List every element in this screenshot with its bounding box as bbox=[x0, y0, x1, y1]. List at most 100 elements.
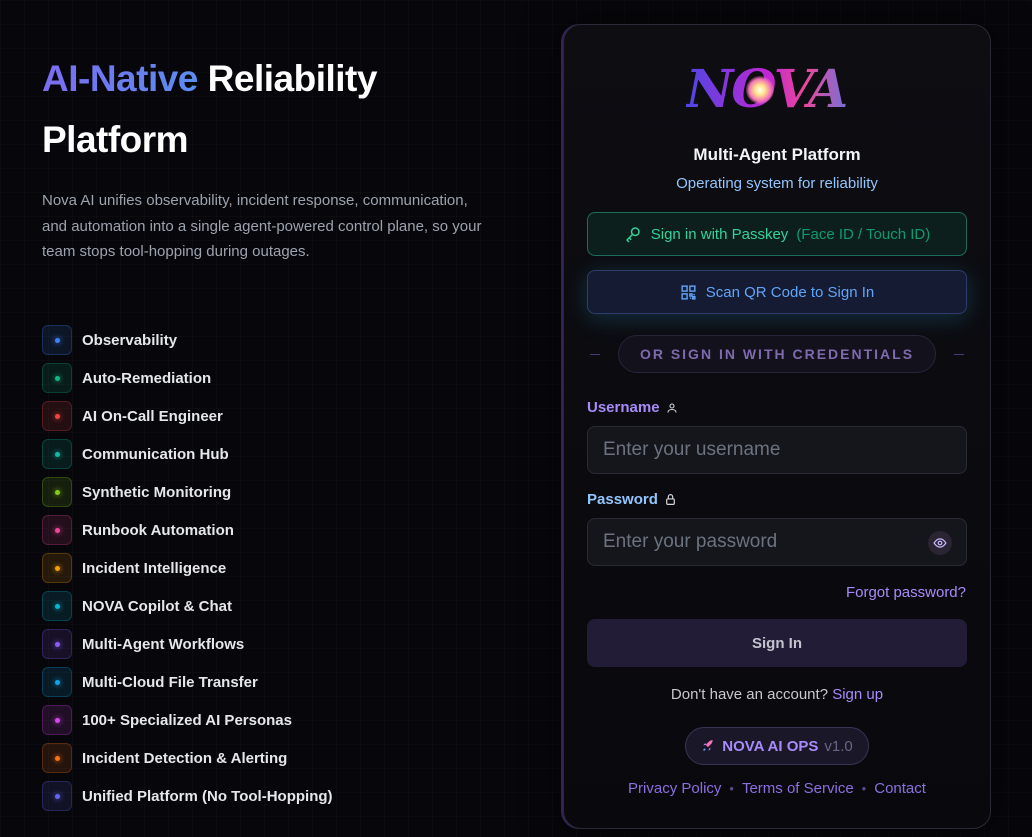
feature-bullet-icon bbox=[42, 325, 72, 355]
feature-dot bbox=[54, 641, 60, 647]
privacy-policy-link[interactable]: Privacy Policy bbox=[628, 780, 722, 797]
feature-dot bbox=[54, 679, 60, 685]
password-input[interactable] bbox=[587, 518, 967, 566]
feature-item: Incident Detection & Alerting bbox=[42, 739, 333, 777]
password-label: Password bbox=[587, 491, 677, 508]
feature-dot bbox=[54, 451, 60, 457]
feature-item: NOVA Copilot & Chat bbox=[42, 587, 333, 625]
toggle-password-visibility-button[interactable] bbox=[928, 531, 952, 555]
lock-icon bbox=[664, 493, 677, 506]
feature-item: Observability bbox=[42, 321, 333, 359]
feature-item: Auto-Remediation bbox=[42, 359, 333, 397]
card-title: Multi-Agent Platform bbox=[693, 145, 861, 164]
feature-bullet-icon bbox=[42, 591, 72, 621]
badge-name: NOVA AI OPS bbox=[722, 737, 819, 755]
signup-row: Don't have an account? Sign up bbox=[564, 686, 990, 703]
feature-dot bbox=[54, 413, 60, 419]
feature-item: Synthetic Monitoring bbox=[42, 473, 333, 511]
logo-suffix: AI bbox=[848, 83, 871, 108]
feature-dot bbox=[54, 527, 60, 533]
feature-item: Unified Platform (No Tool-Hopping) bbox=[42, 777, 333, 815]
passkey-hint: (Face ID / Touch ID) bbox=[796, 225, 931, 243]
qr-code-icon bbox=[680, 284, 697, 301]
feature-bullet-icon bbox=[42, 553, 72, 583]
feature-bullet-icon bbox=[42, 667, 72, 697]
feature-bullet-icon bbox=[42, 515, 72, 545]
feature-label: Multi-Agent Workflows bbox=[82, 635, 245, 653]
key-icon bbox=[624, 225, 642, 243]
signup-link[interactable]: Sign up bbox=[832, 686, 884, 703]
feature-bullet-icon bbox=[42, 401, 72, 431]
feature-dot bbox=[54, 755, 60, 761]
username-label-text: Username bbox=[587, 399, 660, 416]
hero-section: AI-Native Reliability Platform Nova AI u… bbox=[42, 48, 512, 265]
credentials-divider: OR SIGN IN WITH CREDENTIALS bbox=[590, 335, 965, 373]
feature-bullet-icon bbox=[42, 439, 72, 469]
feature-item: 100+ Specialized AI Personas bbox=[42, 701, 333, 739]
divider-line bbox=[954, 353, 965, 355]
hero-title: AI-Native Reliability Platform bbox=[42, 48, 512, 170]
forgot-password-link[interactable]: Forgot password? bbox=[845, 584, 966, 601]
feature-dot bbox=[54, 603, 60, 609]
feature-label: Multi-Cloud File Transfer bbox=[82, 673, 258, 691]
feature-dot bbox=[54, 565, 60, 571]
contact-link[interactable]: Contact bbox=[874, 780, 926, 797]
hero-description: Nova AI unifies observability, incident … bbox=[42, 192, 482, 260]
terms-of-service-link[interactable]: Terms of Service bbox=[741, 780, 854, 797]
hero-title-rest: Reliability bbox=[207, 58, 378, 99]
eye-icon bbox=[933, 536, 947, 550]
divider-line bbox=[590, 353, 600, 355]
footer-links: Privacy Policy • Terms of Service • Cont… bbox=[564, 780, 990, 797]
feature-label: Synthetic Monitoring bbox=[82, 483, 232, 501]
footer-separator: • bbox=[861, 781, 867, 796]
divider-text: OR SIGN IN WITH CREDENTIALS bbox=[617, 335, 937, 373]
hero-title-accent: AI-Native bbox=[42, 58, 198, 99]
passkey-label: Sign in with Passkey bbox=[650, 225, 789, 243]
feature-bullet-icon bbox=[42, 781, 72, 811]
feature-label: Incident Detection & Alerting bbox=[82, 749, 288, 767]
passkey-signin-button[interactable]: Sign in with Passkey (Face ID / Touch ID… bbox=[587, 212, 967, 256]
user-icon bbox=[666, 402, 678, 414]
password-label-text: Password bbox=[587, 491, 658, 508]
feature-bullet-icon bbox=[42, 363, 72, 393]
qr-label: Scan QR Code to Sign In bbox=[705, 283, 875, 301]
feature-item: Multi-Cloud File Transfer bbox=[42, 663, 333, 701]
feature-item: Incident Intelligence bbox=[42, 549, 333, 587]
badge-version: v1.0 bbox=[824, 737, 853, 755]
feature-bullet-icon bbox=[42, 743, 72, 773]
feature-dot bbox=[54, 717, 60, 723]
rocket-icon bbox=[701, 739, 715, 753]
version-badge: NOVA AI OPS v1.0 bbox=[685, 727, 869, 765]
feature-bullet-icon bbox=[42, 705, 72, 735]
feature-label: Auto-Remediation bbox=[82, 369, 212, 387]
card-subtitle: Operating system for reliability bbox=[676, 175, 878, 192]
sparkle-icon bbox=[745, 76, 774, 104]
signup-prompt: Don't have an account? bbox=[670, 686, 829, 703]
feature-item: AI On-Call Engineer bbox=[42, 397, 333, 435]
feature-label: Unified Platform (No Tool-Hopping) bbox=[82, 787, 333, 805]
qr-signin-button[interactable]: Scan QR Code to Sign In bbox=[587, 270, 967, 314]
feature-dot bbox=[54, 793, 60, 799]
feature-item: Runbook Automation bbox=[42, 511, 333, 549]
feature-label: 100+ Specialized AI Personas bbox=[82, 711, 292, 729]
feature-bullet-icon bbox=[42, 477, 72, 507]
footer-separator: • bbox=[729, 781, 734, 796]
feature-bullet-icon bbox=[42, 629, 72, 659]
feature-dot bbox=[54, 375, 60, 381]
feature-item: Multi-Agent Workflows bbox=[42, 625, 333, 663]
signin-button[interactable]: Sign In bbox=[587, 619, 967, 667]
feature-label: AI On-Call Engineer bbox=[82, 407, 223, 425]
username-label: Username bbox=[587, 399, 678, 416]
feature-label: Runbook Automation bbox=[82, 521, 234, 539]
feature-dot bbox=[54, 337, 60, 343]
feature-item: Communication Hub bbox=[42, 435, 333, 473]
feature-label: Communication Hub bbox=[82, 445, 229, 463]
feature-label: NOVA Copilot & Chat bbox=[82, 597, 232, 615]
username-input[interactable] bbox=[587, 426, 967, 474]
feature-label: Observability bbox=[82, 331, 178, 349]
hero-title-line2: Platform bbox=[42, 119, 189, 160]
feature-dot bbox=[54, 489, 60, 495]
